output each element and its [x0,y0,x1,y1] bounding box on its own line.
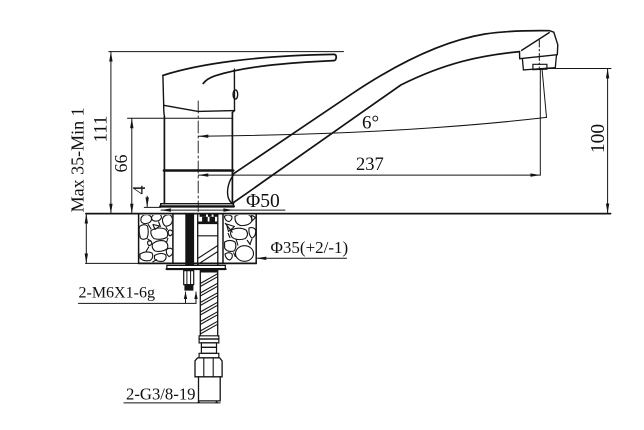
svg-text:237: 237 [356,155,384,175]
svg-text:2-M6X1-6g: 2-M6X1-6g [79,285,155,302]
svg-text:4: 4 [129,186,149,195]
svg-text:111: 111 [91,115,112,142]
svg-text:100: 100 [588,124,609,153]
svg-text:66: 66 [111,155,131,173]
svg-text:Φ50: Φ50 [246,191,280,212]
svg-text:Φ35(+2/-1): Φ35(+2/-1) [271,238,349,257]
svg-text:6°: 6° [362,113,379,134]
svg-text:2-G3/8-19: 2-G3/8-19 [126,385,196,404]
svg-text:Max 35-Min 1: Max 35-Min 1 [68,107,88,212]
